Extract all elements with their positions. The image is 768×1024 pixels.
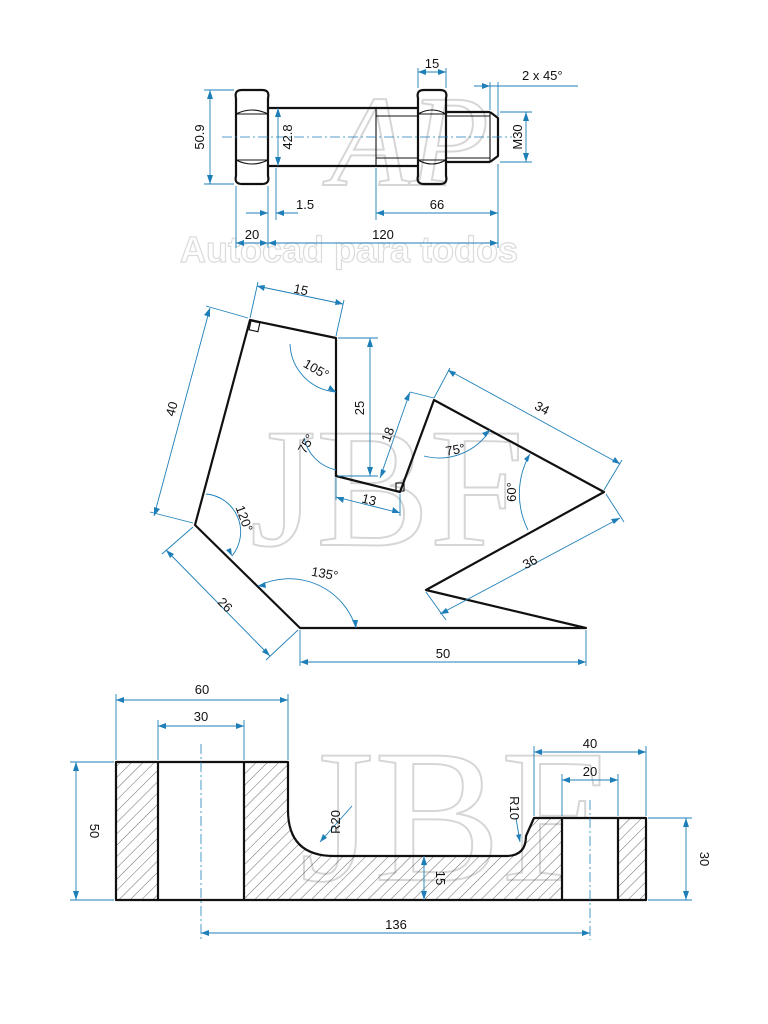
- dim-right-height: 30: [697, 852, 712, 866]
- dim-notch-right: 18: [378, 425, 397, 444]
- dim-bolt-length: 120: [372, 227, 394, 242]
- dim-left-height: 50: [87, 824, 102, 838]
- dim-edge-34: 34: [532, 398, 552, 418]
- dim-left-width: 60: [195, 682, 209, 697]
- dim-thread-size: M30: [510, 124, 525, 149]
- dim-base: 50: [436, 646, 450, 661]
- watermark-ap: AP: [322, 70, 489, 214]
- dim-left-edge: 40: [163, 400, 181, 418]
- profile-outline: [193, 318, 606, 630]
- bolt-view: 50.9 42.8 15 2 x 45° M30: [192, 56, 578, 248]
- dim-notch-depth: 25: [352, 401, 367, 415]
- angle-60: 60°: [504, 482, 519, 502]
- dim-head-length: 20: [245, 227, 259, 242]
- dim-thread-width: 15: [425, 56, 439, 71]
- dim-left-hole: 30: [194, 709, 208, 724]
- radius-20: R20: [328, 810, 343, 834]
- dim-chamfer: 2 x 45°: [522, 68, 563, 83]
- dim-notch-bottom: 13: [360, 491, 378, 509]
- dim-right-hole: 20: [583, 764, 597, 779]
- angle-75-right: 75°: [444, 440, 466, 458]
- dim-edge-26: 26: [215, 594, 236, 615]
- dim-head-height: 50.9: [192, 124, 207, 149]
- angle-profile-view: 15 105° 40 25 75° 18 13: [149, 281, 625, 666]
- dim-top-edge: 15: [292, 281, 309, 299]
- dim-thread-length: 66: [430, 197, 444, 212]
- watermark-tagline: Autocad para todos: [180, 229, 518, 270]
- radius-10: R10: [507, 796, 522, 820]
- dim-edge-36: 36: [520, 552, 540, 572]
- dim-step: 1.5: [296, 197, 314, 212]
- dim-shank-diameter: 42.8: [280, 124, 295, 149]
- dim-right-width: 40: [583, 736, 597, 751]
- angle-135: 135°: [310, 564, 339, 583]
- section-outline: [114, 760, 648, 902]
- dim-center-distance: 136: [385, 917, 407, 932]
- section-view: 60 30 50 R20 R10 40: [70, 682, 712, 940]
- dim-web-thickness: 15: [433, 871, 448, 885]
